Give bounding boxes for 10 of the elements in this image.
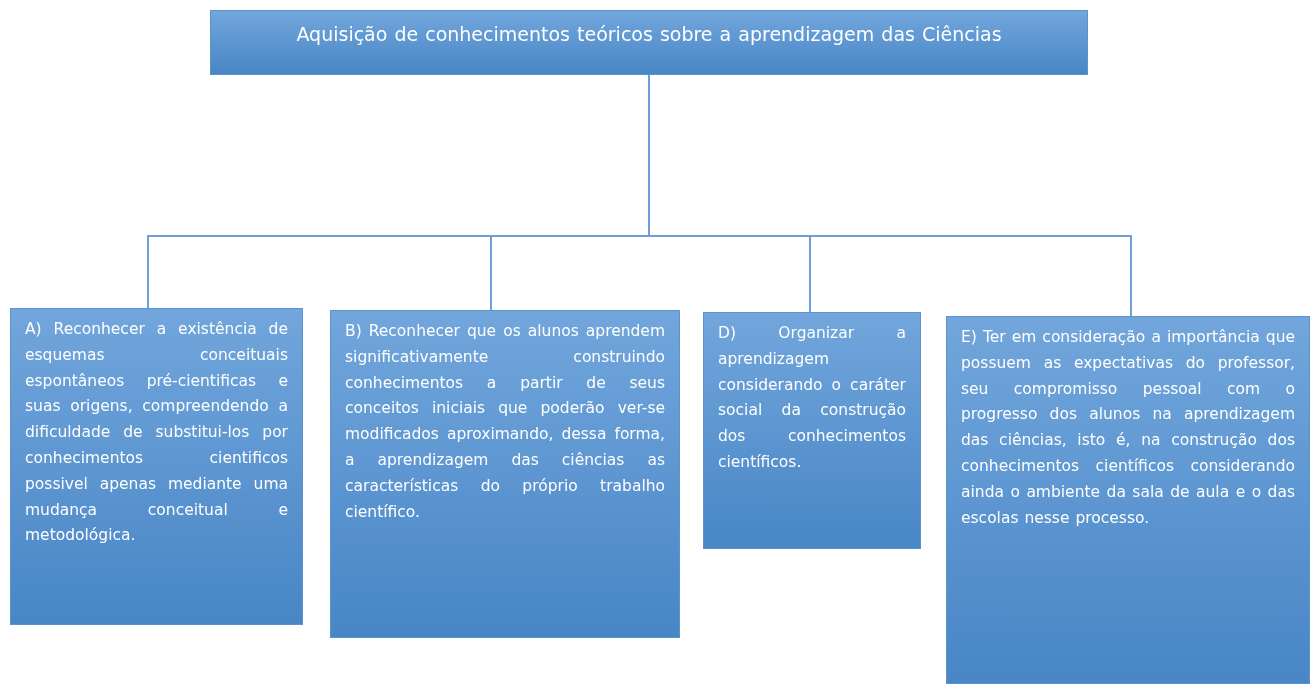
- topic-box: [946, 316, 1310, 684]
- topic-text: A) Reconhecer a existência de esquemas conceituais espontâneos pré-cientificas e suas origens, compreendendo a dificuldade de substitui-los por conhecimentos cientificos possivel apenas mediante uma mudança conceitual e metodológica.: [25, 319, 288, 547]
- heading-text: Aquisição de conhecimentos teóricos sobre a aprendizagem das Ciências: [295, 22, 1003, 47]
- topic-box: [703, 312, 921, 549]
- title-box: [210, 10, 1088, 75]
- topic-text: E) Ter em consideração a importância que possuem as expectativas do professor, seu compromisso pessoal com o progresso dos alunos na aprendizagem das ciências, isto é, na construção dos conhecimentos científicos considerando ainda o ambiente da sala de aula e o das escolas nesse processo.: [961, 327, 1295, 529]
- topic-text: B) Reconhecer que os alunos aprendem significativamente construindo conhecimentos a partir de seus conceitos iniciais que poderão ver-se modificados aproximando, dessa forma, a aprendizagem das ciências as características do próprio trabalho científico.: [345, 321, 665, 523]
- topic-text: D) Organizar a aprendizagem considerando o caráter social da construção dos conhecimentos científicos.: [718, 323, 906, 473]
- topic-box: [330, 310, 680, 638]
- topic-box: [10, 308, 303, 625]
